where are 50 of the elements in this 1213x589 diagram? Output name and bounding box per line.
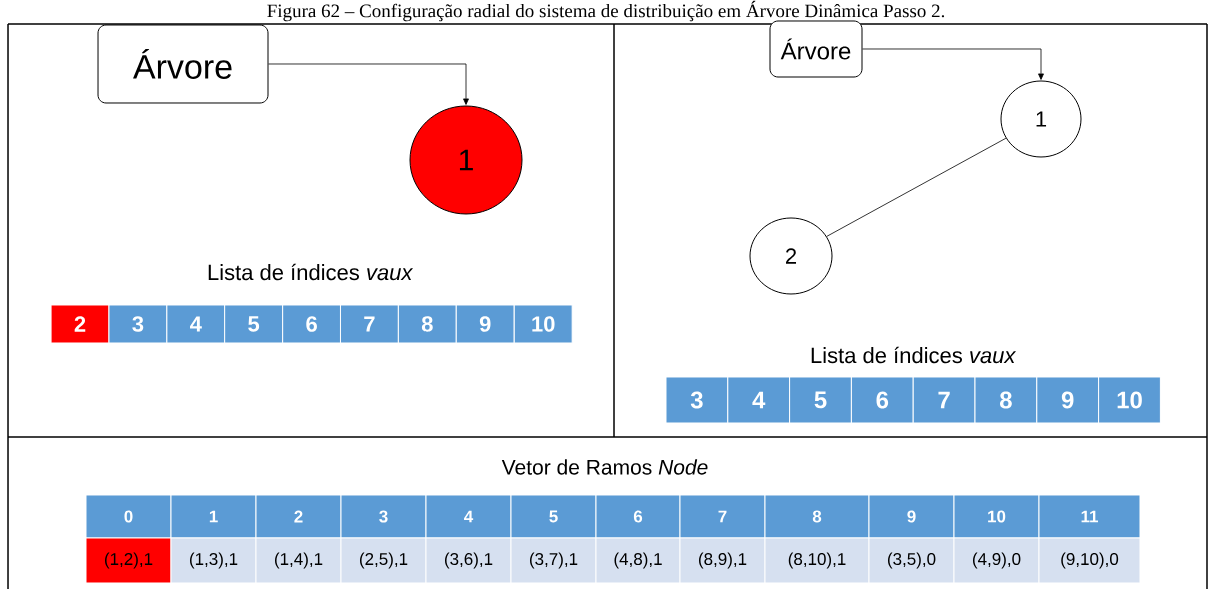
table-cell: (4,8),1 [595,537,681,584]
connector-line [826,137,1007,237]
list-cell: 10 [1098,376,1161,424]
table-cell: (9,10),0 [1038,537,1141,584]
list-cell: 9 [455,304,515,344]
list-cell: 8 [397,304,457,344]
list-title: Vetor de Ramos Node [501,459,708,475]
table-header-cell: 8 [764,494,870,539]
table-cell: (8,9),1 [679,537,766,584]
table-cell: (1,3),1 [170,537,257,584]
list-cell: 7 [912,376,976,424]
table-header-cell: 9 [868,494,955,539]
table-cell: (3,6),1 [425,537,512,584]
list-cell: 6 [282,304,342,344]
list-cell: 6 [850,376,914,424]
table-cell: (1,4),1 [255,537,342,584]
table-header-cell: 11 [1038,494,1141,539]
table-cell: (3,7),1 [510,537,597,584]
list-cell: 10 [513,304,573,344]
table-header-cell: 3 [340,494,427,539]
list-cell: 5 [224,304,284,344]
list-cell: 5 [789,376,852,424]
table-cell: (1,2),1 [85,537,172,584]
table-cell: (4,9),0 [953,537,1040,584]
list-cell: 7 [339,304,399,344]
list-cell: 9 [1036,376,1100,424]
list-cell: 3 [108,304,168,344]
label-box: Árvore [97,24,269,104]
list-cell: 3 [665,376,729,424]
list-cell: 2 [50,304,110,344]
label-box: Árvore [769,20,863,78]
table-header-cell: 0 [85,494,172,539]
list-cell: 4 [727,376,791,424]
table-header-cell: 10 [953,494,1040,539]
table-header-cell: 1 [170,494,257,539]
table-header-cell: 5 [510,494,597,539]
table-cell: (3,5),0 [868,537,955,584]
table-cell: (8,10),1 [764,537,870,584]
list-title: Lista de índices vaux [208,263,414,281]
table-header-cell: 7 [679,494,766,539]
table-header-cell: 6 [595,494,681,539]
figure-title: Figura 62 – Configuração radial do sistema de distribuição em Árvore Dinâmica Passo 2. [267,0,945,22]
arrow [862,48,1044,80]
table-header-cell: 2 [255,494,342,539]
table-cell: (2,5),1 [340,537,427,584]
list-cell: 8 [974,376,1038,424]
arrow [268,63,469,105]
table-header-cell: 4 [425,494,512,539]
list-cell: 4 [166,304,226,344]
list-title: Lista de índices vaux [811,346,1017,364]
